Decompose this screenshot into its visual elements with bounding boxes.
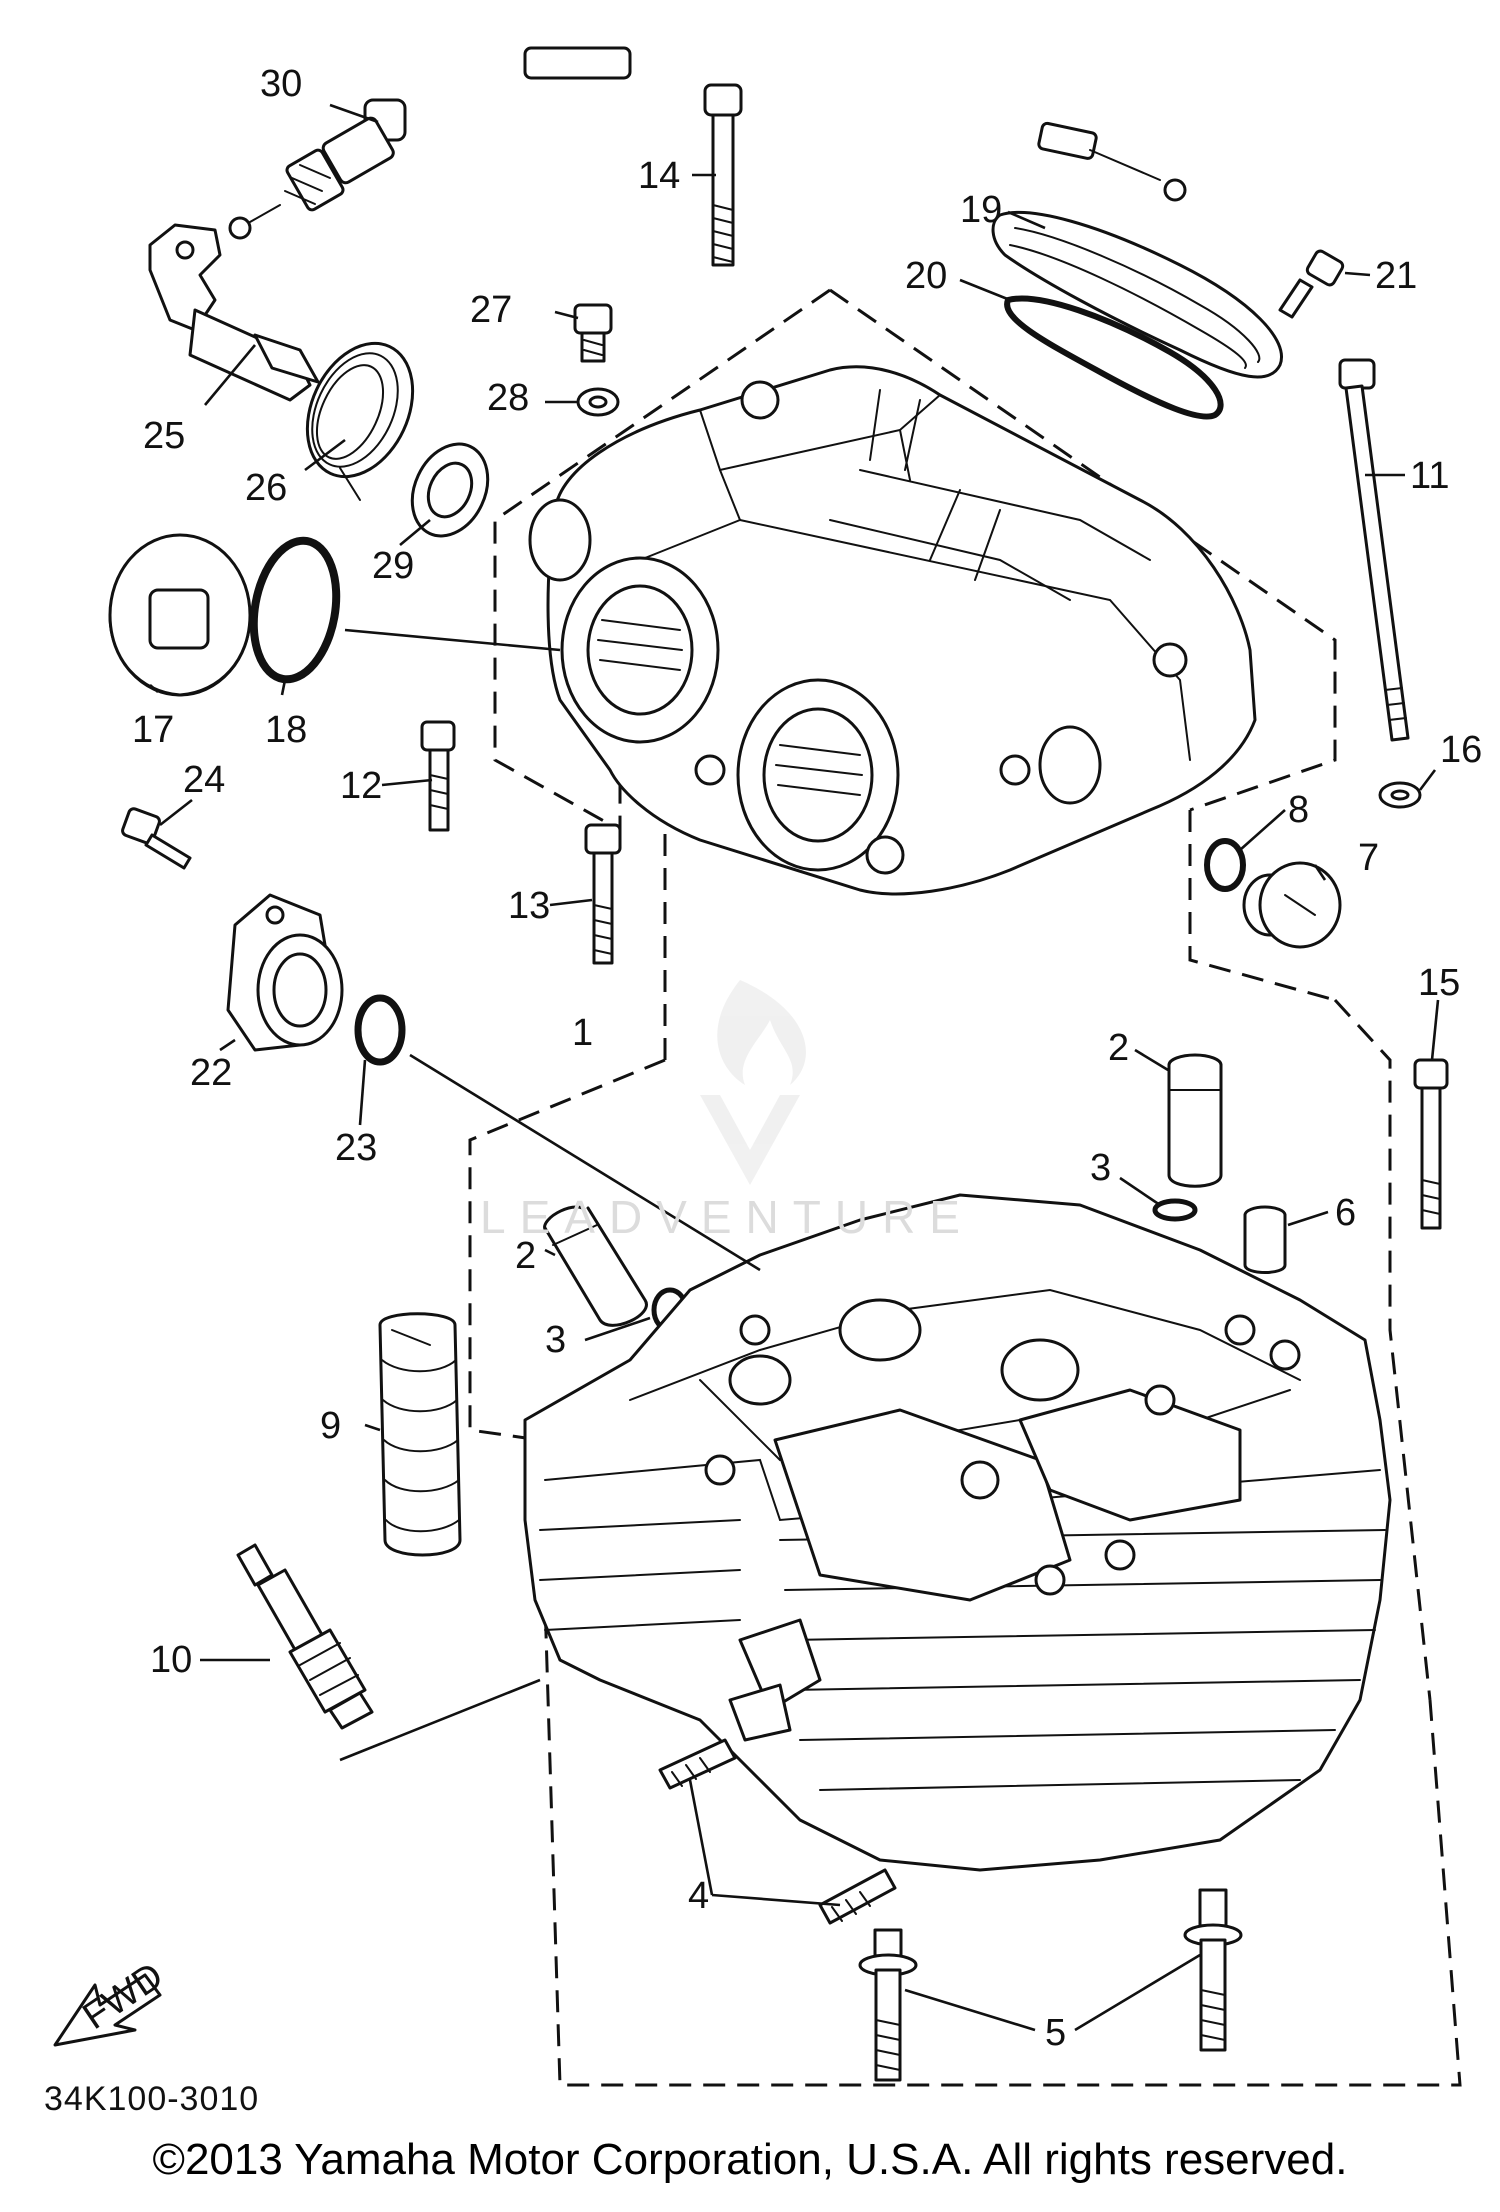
part-26-spring bbox=[305, 341, 415, 501]
cylinder-head bbox=[523, 1193, 1392, 1872]
part-6-dowel bbox=[1243, 1205, 1287, 1274]
callout-17: 17 bbox=[132, 709, 174, 751]
callout-8: 8 bbox=[1288, 789, 1309, 831]
copyright-notice: ©2013 Yamaha Motor Corporation, U.S.A. A… bbox=[152, 2135, 1348, 2184]
part-14-bolt bbox=[703, 83, 743, 267]
watermark-text: LEADVENTURE bbox=[480, 1191, 974, 1243]
part-29-seal bbox=[410, 442, 490, 538]
callout-labels: 30 14 19 20 21 27 28 25 26 29 11 17 18 1… bbox=[132, 63, 1482, 2054]
part-5-bolt-left bbox=[858, 1928, 918, 2082]
callout-15: 15 bbox=[1418, 962, 1460, 1004]
part-24-bolt bbox=[121, 807, 192, 870]
callout-10: 10 bbox=[150, 1639, 192, 1681]
callout-24: 24 bbox=[183, 759, 225, 801]
callout-6: 6 bbox=[1335, 1192, 1356, 1234]
part-7-plug bbox=[1242, 861, 1342, 949]
part-4-stud-upper bbox=[658, 1738, 737, 1790]
callout-18: 18 bbox=[265, 709, 307, 751]
part-17-cap bbox=[108, 533, 252, 697]
part-18-o-ring bbox=[249, 536, 341, 684]
callout-22: 22 bbox=[190, 1052, 232, 1094]
callout-13: 13 bbox=[508, 885, 550, 927]
part-21-bolt bbox=[1278, 249, 1345, 319]
callout-1: 1 bbox=[572, 1012, 593, 1054]
callout-3-left: 3 bbox=[545, 1319, 566, 1361]
callout-25: 25 bbox=[143, 415, 185, 457]
callout-9: 9 bbox=[320, 1405, 341, 1447]
cylinder-head-cover-boundary bbox=[493, 288, 1337, 1060]
part-30-cable bbox=[228, 46, 1187, 240]
part-12-bolt bbox=[420, 720, 456, 832]
cylinder-head-boundary bbox=[468, 998, 1462, 2087]
part-11-stud bbox=[1338, 358, 1410, 742]
part-4-stud-lower bbox=[818, 1868, 897, 1925]
part-22-housing bbox=[226, 893, 344, 1052]
callout-14: 14 bbox=[638, 155, 680, 197]
callout-lines bbox=[149, 103, 1440, 2032]
part-5-bolt-right bbox=[1183, 1888, 1243, 2052]
callout-27: 27 bbox=[470, 289, 512, 331]
watermark-logo bbox=[700, 980, 806, 1185]
callout-28: 28 bbox=[487, 377, 529, 419]
callout-7: 7 bbox=[1358, 837, 1379, 879]
part-10-spark-plug bbox=[236, 1543, 374, 1730]
callout-20: 20 bbox=[905, 255, 947, 297]
callout-23: 23 bbox=[335, 1127, 377, 1169]
part-27-bolt bbox=[573, 303, 613, 363]
part-20-gasket bbox=[1004, 295, 1224, 420]
part-2-valve-guide-left bbox=[543, 1205, 648, 1327]
part-2-valve-guide-right bbox=[1167, 1053, 1223, 1188]
part-19-cover bbox=[991, 211, 1283, 379]
callout-21: 21 bbox=[1375, 255, 1417, 297]
part-25-lever bbox=[148, 223, 320, 402]
part-28-washer bbox=[576, 387, 620, 417]
callout-12: 12 bbox=[340, 765, 382, 807]
part-16-washer bbox=[1378, 781, 1422, 809]
callout-30: 30 bbox=[260, 63, 302, 105]
callout-2-left: 2 bbox=[515, 1235, 536, 1277]
part-23-o-ring bbox=[354, 994, 406, 1066]
part-13-bolt bbox=[584, 823, 622, 965]
callout-2-right: 2 bbox=[1108, 1027, 1129, 1069]
callout-11: 11 bbox=[1410, 455, 1449, 497]
callout-16: 16 bbox=[1440, 729, 1482, 771]
part-3-clip-right bbox=[1152, 1198, 1198, 1222]
callout-29: 29 bbox=[372, 545, 414, 587]
part-15-bolt bbox=[1413, 1058, 1449, 1230]
part-8-o-ring bbox=[1204, 838, 1246, 892]
part-9-tube bbox=[378, 1312, 462, 1557]
diagram-code: 34K100-3010 bbox=[44, 2080, 260, 2118]
callout-19: 19 bbox=[960, 189, 1002, 231]
callout-5: 5 bbox=[1045, 2012, 1066, 2054]
callout-4: 4 bbox=[688, 1875, 709, 1917]
cylinder-head-cover bbox=[528, 365, 1257, 896]
fwd-arrow: FWD bbox=[53, 1955, 171, 2047]
callout-26: 26 bbox=[245, 467, 287, 509]
callout-3-right: 3 bbox=[1090, 1147, 1111, 1189]
